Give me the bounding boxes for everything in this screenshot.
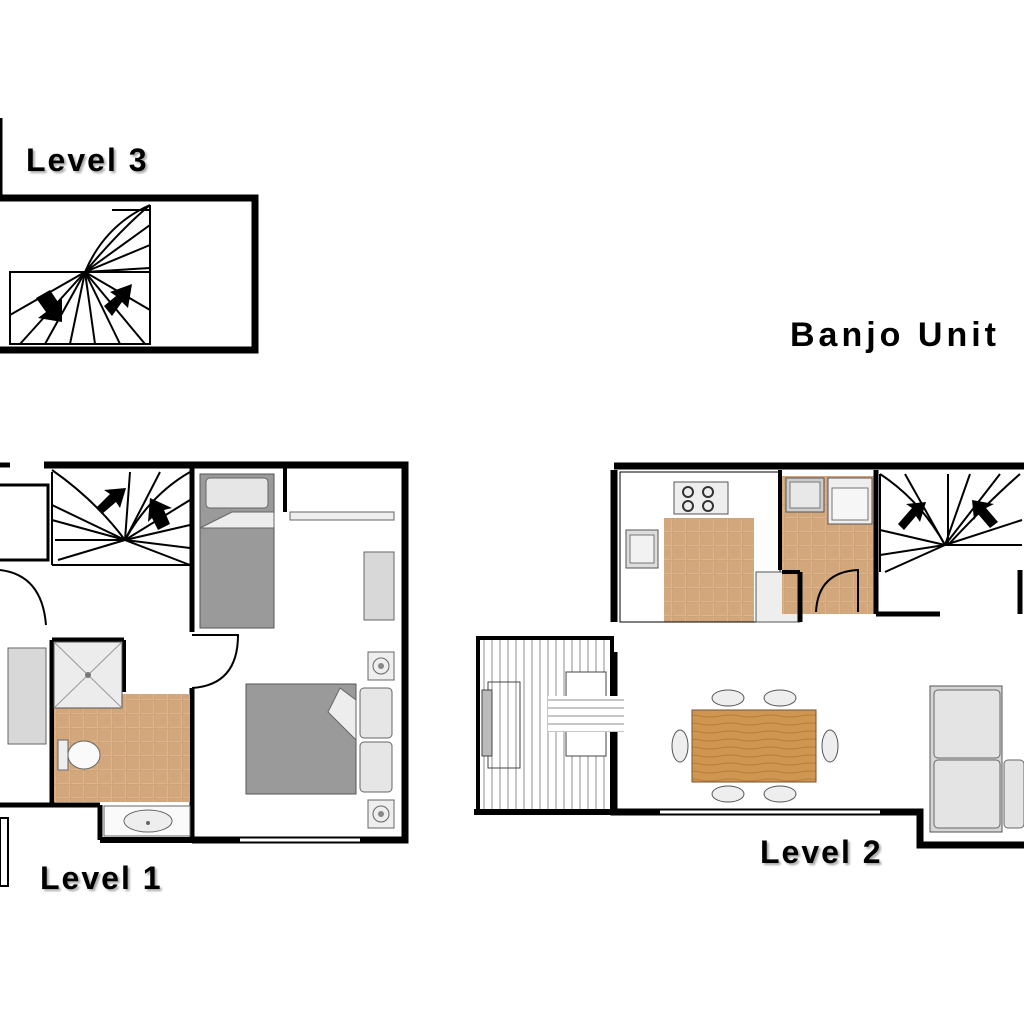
level-2-label: Level 2 — [760, 834, 883, 870]
stair-arrow-up-icon — [972, 500, 998, 528]
toilet-icon — [57, 739, 101, 771]
dresser — [363, 551, 395, 621]
cabinet — [7, 647, 47, 745]
deck — [474, 636, 624, 815]
washing-machine-icon — [827, 477, 873, 525]
level-3-staircase — [9, 204, 151, 345]
level-2-plan — [474, 462, 1024, 849]
laundry-tub-icon — [785, 477, 825, 513]
vanity-basin-icon — [103, 805, 191, 837]
level-1-staircase — [51, 469, 192, 566]
unit-title: Banjo Unit — [790, 316, 1000, 354]
cooktop-icon — [673, 481, 729, 515]
stair-arrow-down-icon — [898, 502, 926, 530]
level-3-plan — [0, 118, 259, 354]
double-bed-icon — [245, 683, 393, 795]
bedside-lamp-icon — [367, 651, 395, 681]
stair-arrow-down-icon — [36, 290, 62, 322]
dining-table-icon — [671, 689, 839, 803]
kitchen-floor — [664, 518, 754, 622]
sofa-icon — [929, 685, 1024, 833]
kitchen-sink-icon — [625, 529, 659, 569]
level-1-label: Level 1 — [40, 860, 163, 896]
level-3-label: Level 3 — [26, 142, 149, 178]
level-1-plan — [0, 461, 409, 887]
stair-arrow-up-icon — [104, 284, 132, 316]
bedside-lamp-icon — [367, 799, 395, 829]
single-bed-icon — [199, 473, 275, 629]
stair-arrow-up-icon — [148, 498, 172, 530]
stair-arrow-down-icon — [96, 488, 126, 514]
